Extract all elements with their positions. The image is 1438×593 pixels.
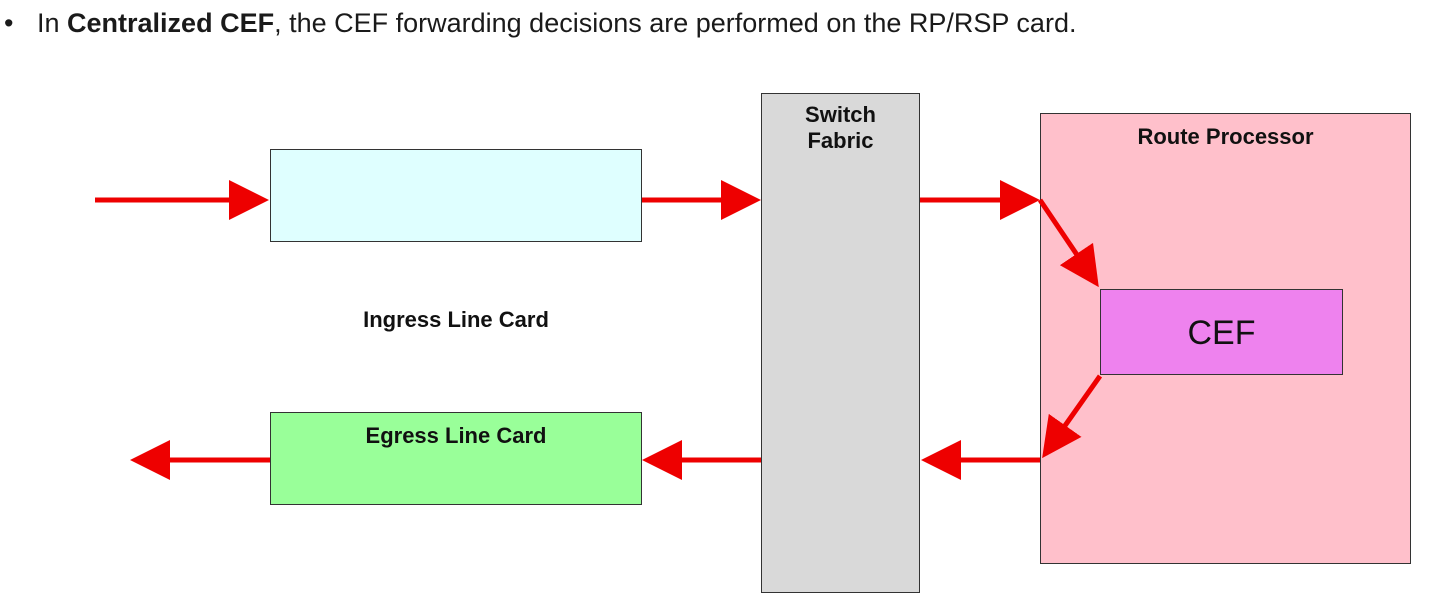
egress-line-card: Egress Line Card — [270, 412, 642, 505]
switch-fabric: Switch Fabric — [761, 93, 920, 593]
egress-line-card-label: Egress Line Card — [365, 423, 547, 448]
ingress-line-card-label: Ingress Line Card — [363, 307, 549, 332]
bullet-text: In Centralized CEF, the CEF forwarding d… — [37, 8, 1076, 39]
route-processor-label: Route Processor — [1137, 124, 1314, 149]
bullet-suffix: , the CEF forwarding decisions are perfo… — [274, 8, 1077, 38]
ingress-line-card: Ingress Line Card — [270, 149, 642, 332]
switch-fabric-label-line1: Switch — [805, 102, 876, 127]
arrow-to-cef — [1037, 198, 1099, 288]
bullet-icon: • — [4, 8, 14, 38]
switch-fabric-label: Switch Fabric — [762, 102, 919, 154]
cef-label: CEF — [1187, 314, 1256, 352]
arrow-from-cef — [1042, 374, 1103, 459]
bullet-bold: Centralized CEF — [67, 8, 275, 38]
cef-box: CEF — [1100, 289, 1343, 375]
switch-fabric-label-line2: Fabric — [807, 128, 874, 153]
bullet-prefix: In — [37, 8, 68, 38]
